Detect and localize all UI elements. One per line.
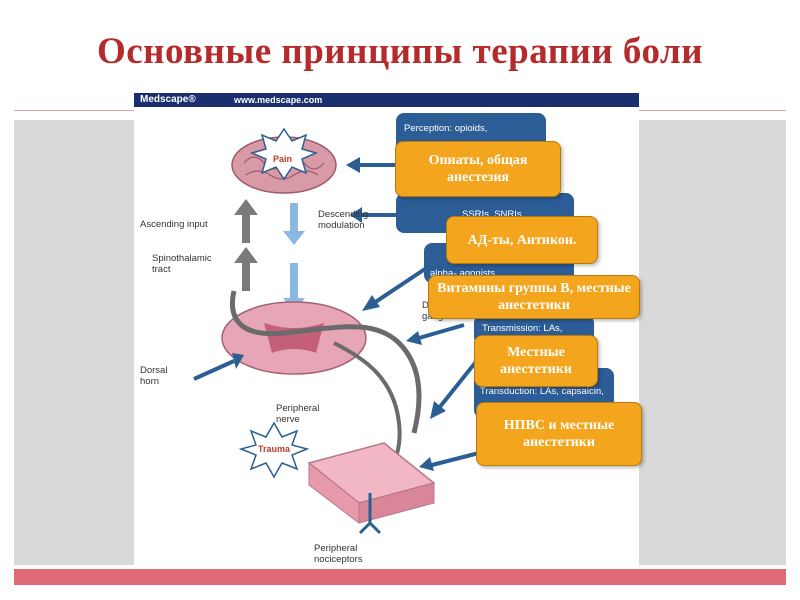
arrow-transduction <box>431 451 480 467</box>
spinothalamic-label: Spinothalamic tract <box>152 253 212 275</box>
descending-arrow <box>283 203 305 245</box>
ascending-arrow-2 <box>234 247 258 291</box>
medscape-url: www.medscape.com <box>234 95 323 105</box>
arrow-perception-head <box>346 157 360 173</box>
right-margin <box>786 0 800 600</box>
ascending-arrow <box>234 199 258 243</box>
pain-pathway-figure: Medscape® www.medscape.com Pain Trauma A… <box>134 93 639 569</box>
pain-burst <box>249 127 319 181</box>
transduction-text: Transduction: LAs, capsaicin, <box>480 386 604 397</box>
peripheral-nerve-label: Peripheral nerve <box>276 403 320 425</box>
descending-label: Descending modulation <box>318 209 369 231</box>
skin-front <box>358 482 435 524</box>
arrow-ganglion <box>418 323 465 340</box>
callout-antidepressants: АД-ты, Антикон. <box>446 216 598 264</box>
callout-opiates: Опиаты, общая анестезия <box>395 141 561 197</box>
nociceptor-ending <box>358 493 382 535</box>
callout-nsaids: НПВС и местные анестетики <box>476 402 642 466</box>
descending-arrow-2 <box>283 263 305 312</box>
trauma-label: Trauma <box>258 444 291 454</box>
arrow-dorsal-horn <box>193 359 235 381</box>
arrow-ssri-head <box>350 207 362 223</box>
transmission-text: Transmission: LAs, <box>482 323 563 334</box>
callout-vitamins: Витамины группы В, местные анестетики <box>428 275 640 319</box>
pathway-illustration <box>193 113 614 535</box>
ascending-label: Ascending input <box>140 219 208 230</box>
medscape-header: Medscape® www.medscape.com <box>134 93 639 107</box>
arrow-transmission <box>437 356 481 410</box>
left-margin <box>0 0 14 600</box>
peripheral-nociceptors-label: Peripheral nociceptors <box>314 543 363 565</box>
pain-label: Pain <box>273 154 293 164</box>
medscape-logo: Medscape® <box>140 94 196 105</box>
arrow-transmission-head <box>430 401 446 419</box>
arrow-modulation-head <box>362 295 380 311</box>
slide-title: Основные принципы терапии боли <box>96 31 704 72</box>
perception-text: Perception: opioids, <box>404 123 488 134</box>
dorsal-horn-label: Dorsal horn <box>140 365 168 387</box>
footer-bar <box>14 569 786 585</box>
arrow-modulation <box>372 261 436 305</box>
ssri-text: SSRIs, SNRIs <box>462 209 522 220</box>
alpha-text: alpha₂ agonists <box>430 268 495 279</box>
arrow-dorsal-horn-head <box>232 353 244 369</box>
callout-local-anesthetics: Местные анестетики <box>474 335 598 387</box>
arrow-ganglion-head <box>406 331 422 345</box>
nerve-fiber <box>229 290 422 434</box>
trauma-burst <box>238 421 310 479</box>
arrow-transduction-head <box>419 457 434 471</box>
